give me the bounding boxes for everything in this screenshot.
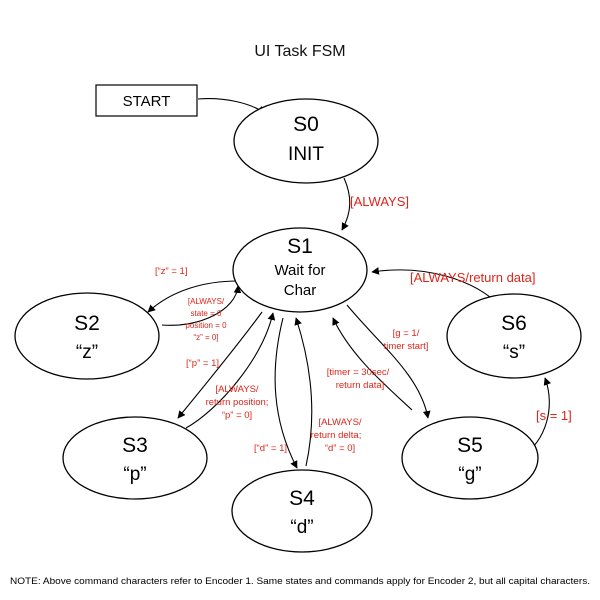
state-s5-desc: “g”	[458, 464, 481, 485]
transition-labels: [ALWAYS] [“z” = 1] [ALWAYS/ state = 0 po…	[155, 194, 572, 454]
label-s4-s1-line2: return delta;	[311, 430, 362, 441]
label-s0-s1: [ALWAYS]	[350, 194, 409, 209]
label-s1-s4: [“d” = 1]	[254, 443, 287, 454]
state-s4-ellipse	[231, 469, 373, 553]
state-s0-name: S0	[293, 113, 319, 136]
state-s3: S3 “p”	[62, 416, 208, 500]
state-s2: S2 “z”	[14, 292, 160, 380]
state-s0-desc: INIT	[288, 144, 324, 165]
label-s3-s1-line3: “p” = 0]	[222, 410, 252, 421]
label-s2-s1-line2: state = 0	[191, 309, 222, 318]
start-node: START	[95, 84, 198, 117]
state-s6: S6 “s”	[446, 293, 582, 379]
label-s4-s1-line1: [ALWAYS/	[318, 417, 361, 428]
state-s0: S0 INIT	[233, 98, 379, 184]
label-s3-s1-line2: return position;	[206, 397, 269, 408]
state-s1-desc-line2: Char	[284, 282, 317, 299]
state-s6-desc: “s”	[503, 342, 525, 363]
label-s5-s6: [s = 1]	[536, 408, 572, 423]
state-s1-ellipse	[232, 227, 368, 313]
state-s2-ellipse	[14, 292, 160, 380]
label-s3-s1-line1: [ALWAYS/	[215, 384, 258, 395]
state-s3-ellipse	[62, 416, 208, 500]
state-s4-name: S4	[289, 487, 315, 510]
label-s5-s1-line1: [timer = 30sec/	[327, 367, 390, 378]
label-s1-s5-line1: [g = 1/	[393, 328, 420, 339]
state-s6-name: S6	[501, 312, 527, 335]
edge-s3-s1	[185, 312, 276, 429]
state-s6-ellipse	[446, 293, 582, 379]
label-s5-s1-line2: return data]	[336, 380, 385, 391]
label-s1-s2: [“z” = 1]	[155, 266, 187, 277]
state-s3-desc: “p”	[123, 464, 146, 485]
edge-s2-s1	[161, 285, 242, 326]
state-s0-ellipse	[233, 98, 379, 184]
state-s2-name: S2	[74, 312, 100, 335]
start-label: START	[123, 93, 171, 110]
label-s2-s1-line1: [ALWAYS/	[188, 297, 225, 306]
state-s5: S5 “g”	[401, 416, 539, 500]
edge-s5-s1	[332, 317, 413, 411]
state-s1-desc-line1: Wait for	[274, 262, 325, 279]
state-s1: S1 Wait for Char	[232, 227, 368, 313]
edge-s1-s2	[147, 280, 239, 313]
edge-s0-s1	[341, 177, 351, 231]
label-s1-s5-line2: timer start]	[384, 341, 429, 352]
state-s2-desc: “z”	[76, 342, 98, 363]
label-s4-s1-line3: “d” = 0]	[325, 443, 355, 454]
edge-s1-s3	[177, 311, 263, 419]
state-s5-ellipse	[401, 416, 539, 500]
state-s4: S4 “d”	[231, 469, 373, 553]
state-s3-name: S3	[122, 434, 148, 457]
edge-s1-s5	[346, 304, 431, 419]
state-s1-name: S1	[287, 235, 313, 258]
start-box	[95, 84, 198, 117]
state-s5-name: S5	[457, 434, 483, 457]
state-s4-desc: “d”	[290, 517, 313, 538]
label-s2-s1-line4: “z” = 0]	[193, 333, 218, 342]
diagram-title: UI Task FSM	[254, 43, 345, 60]
label-s6-s1: [ALWAYS/return data]	[410, 270, 535, 285]
label-s1-s3: [“p” = 1]	[186, 358, 219, 369]
label-s2-s1-line3: position = 0	[185, 321, 227, 330]
footer-note: NOTE: Above command characters refer to …	[10, 576, 590, 587]
edge-s1-s4	[274, 317, 298, 469]
edge-s4-s1	[294, 317, 313, 467]
